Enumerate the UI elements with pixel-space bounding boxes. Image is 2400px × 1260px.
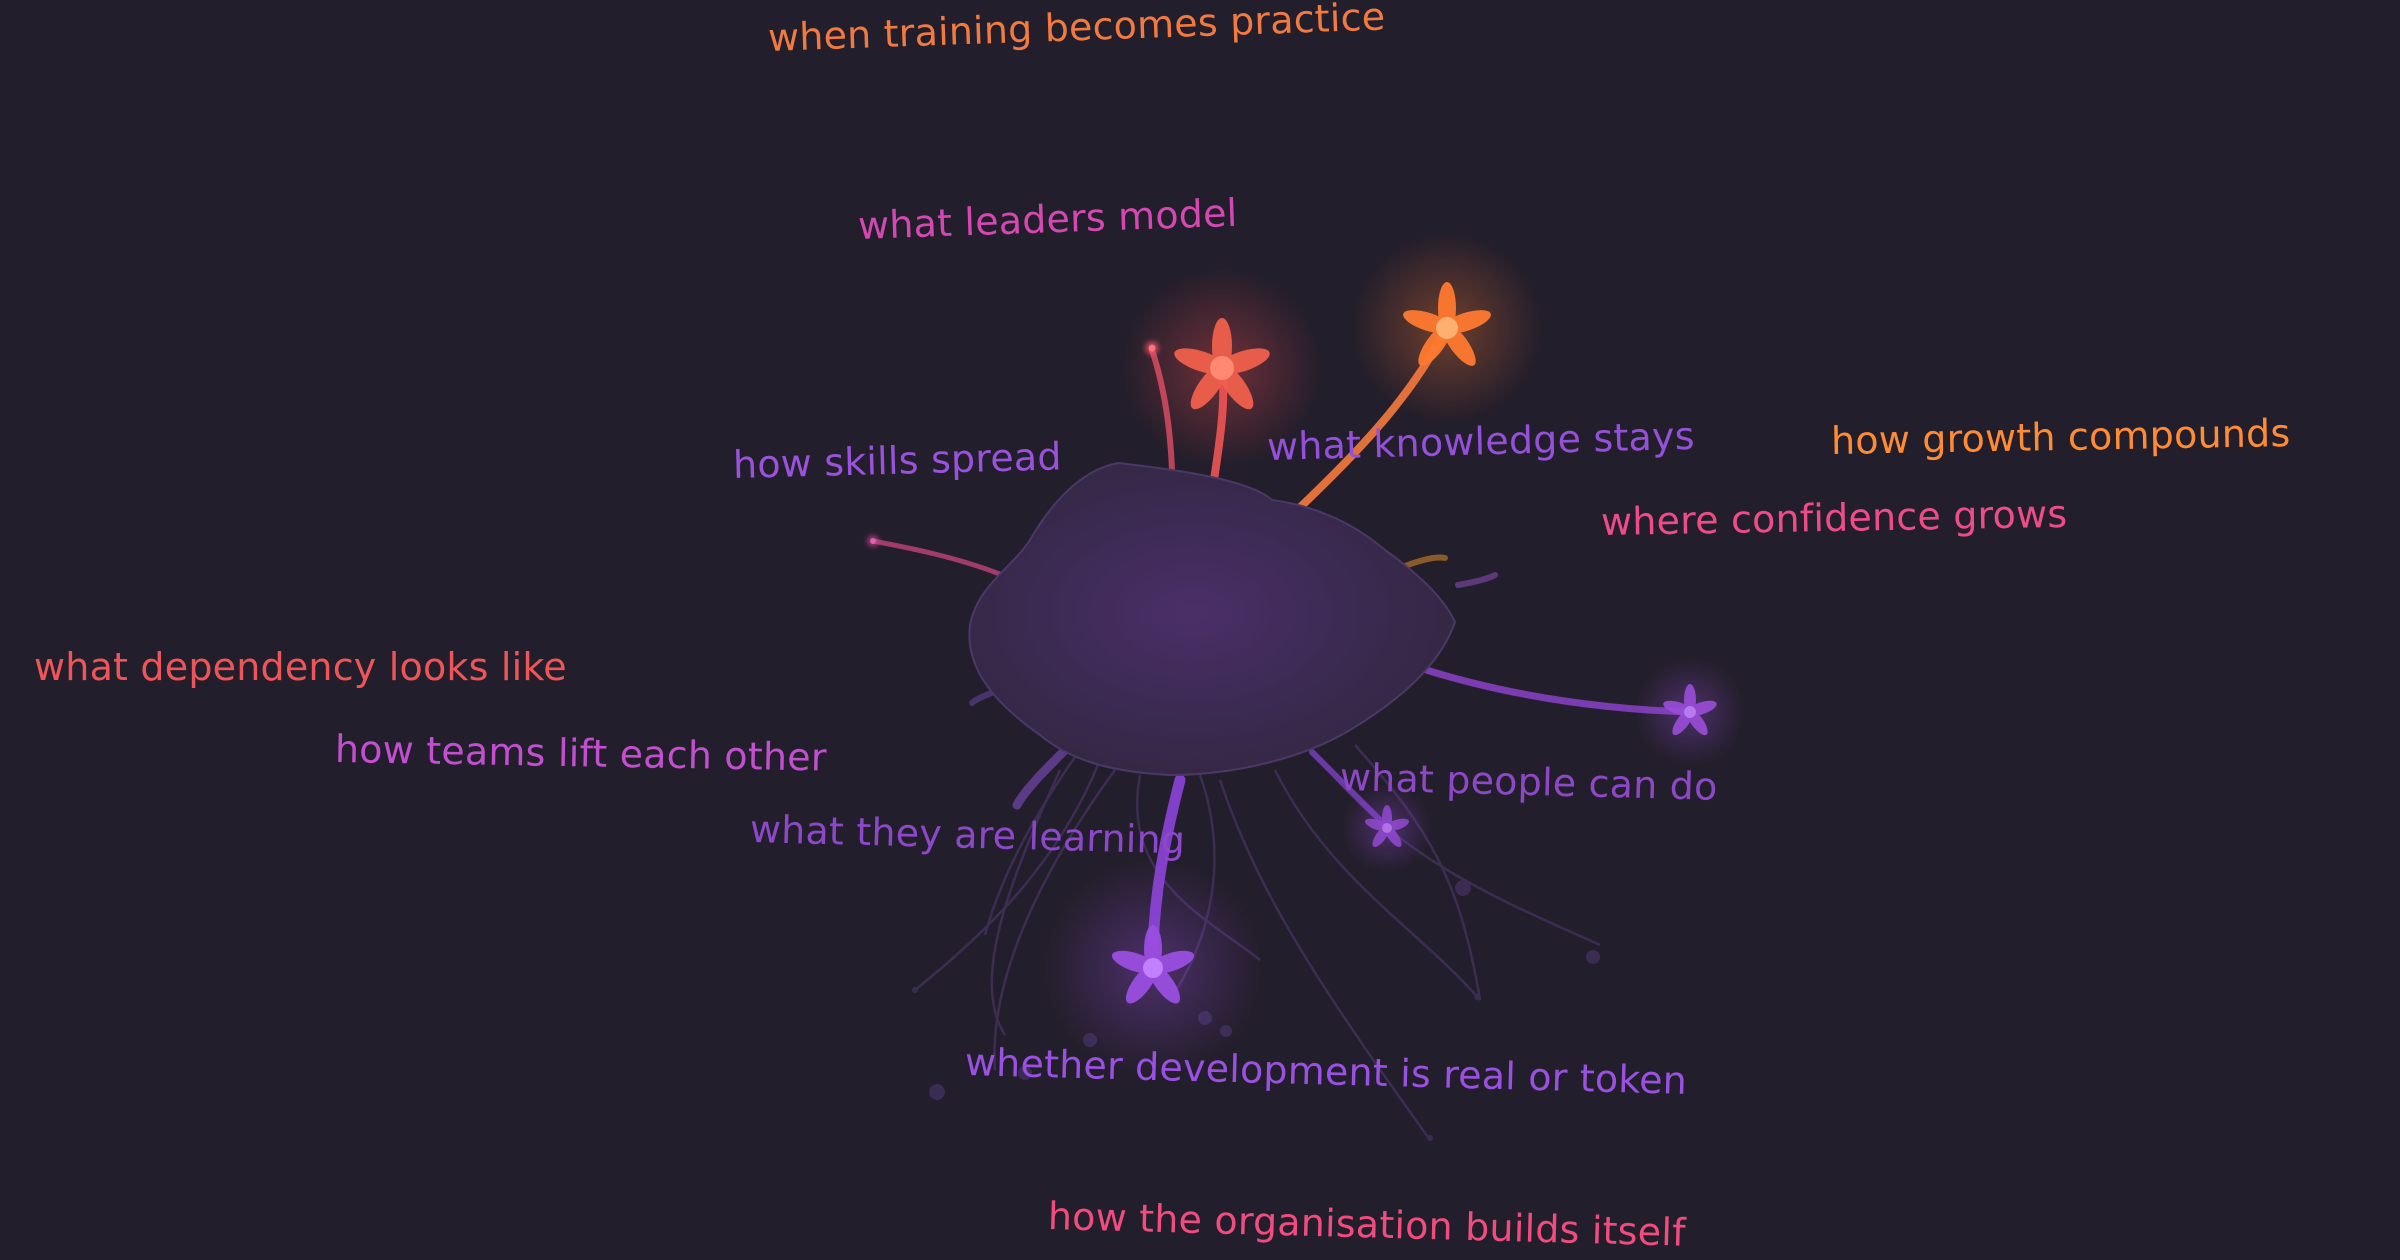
bud-magenta <box>867 535 879 547</box>
central-body <box>968 461 1457 777</box>
tendril-bulbs <box>912 880 1600 1141</box>
label-how-teams-lift-each-other: how teams lift each other <box>334 727 828 780</box>
flower-purple <box>1111 925 1195 1004</box>
label-how-skills-spread: how skills spread <box>732 434 1063 487</box>
flower-orange <box>1403 282 1491 366</box>
bud-red <box>1145 341 1159 355</box>
flower-small-right <box>1663 684 1717 736</box>
label-what-dependency-looks-like: what dependency looks like <box>34 645 567 689</box>
flower-red <box>1174 318 1270 410</box>
flower-small-lower <box>1365 805 1409 848</box>
label-where-confidence-grows: where confidence grows <box>1600 491 2068 544</box>
label-how-growth-compounds: how growth compounds <box>1830 410 2291 463</box>
